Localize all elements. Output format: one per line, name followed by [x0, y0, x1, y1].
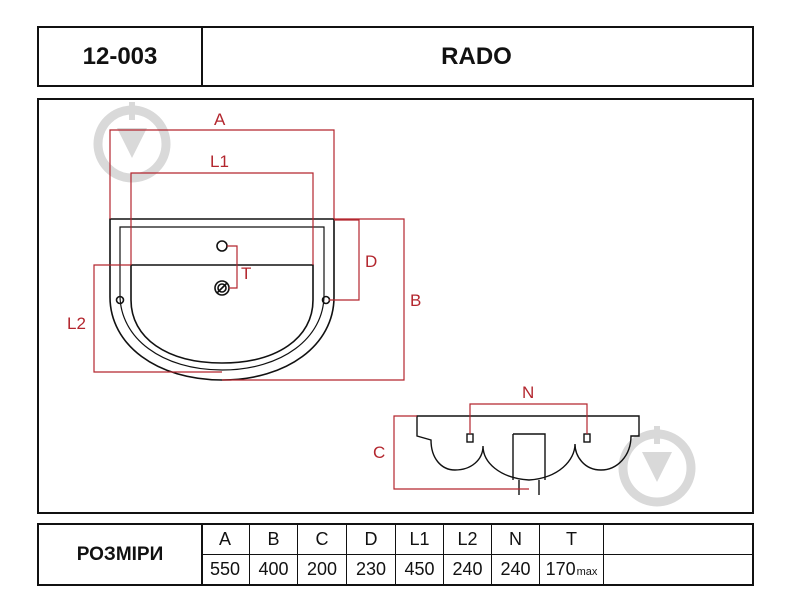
- table-header-cell: C: [297, 525, 346, 555]
- table-header-cell: L1: [395, 525, 443, 555]
- dim-label-l1: L1: [210, 152, 229, 171]
- dim-label-t: T: [241, 264, 251, 283]
- table-header-cell: [603, 525, 752, 555]
- side-dimension-lines: [393, 403, 588, 490]
- table-header-cell: L2: [443, 525, 491, 555]
- table-value-cell: 400: [249, 554, 297, 584]
- dimensions-table: РОЗМІРИ A B C D L1 L2 N T 550 400 200 23…: [37, 523, 754, 586]
- dim-label-b: B: [410, 291, 421, 310]
- table-header-cell: T: [539, 525, 603, 555]
- table-value-cell: 550: [209, 558, 241, 579]
- dim-label-a: A: [214, 110, 226, 129]
- table-grid: A B C D L1 L2 N T 550 400 200 230 450 24…: [201, 525, 752, 584]
- watermark-drop-icon: [618, 426, 696, 507]
- technical-drawing: A L1 D T B L2 N C: [37, 98, 754, 514]
- table-value-cell: 240: [491, 554, 539, 584]
- product-model: RADO: [441, 42, 512, 70]
- table-value-cell: 240: [443, 554, 491, 584]
- table-value-cell: 450: [395, 554, 443, 584]
- title-block: 12-003 RADO: [37, 26, 754, 87]
- table-value-cell: 230: [346, 554, 395, 584]
- table-header-cell: B: [249, 525, 297, 555]
- table-header-cell: A: [201, 525, 249, 555]
- dim-label-l2: L2: [67, 314, 86, 333]
- basin-top-view: [109, 218, 335, 381]
- dimension-lines: [93, 129, 405, 381]
- dim-label-c: C: [373, 443, 385, 462]
- dim-label-n: N: [522, 383, 534, 402]
- dim-label-d: D: [365, 252, 377, 271]
- t-unit: max: [576, 566, 598, 579]
- table-header-cell: D: [346, 525, 395, 555]
- table-title: РОЗМІРИ: [39, 525, 203, 584]
- t-value: 170: [545, 558, 576, 579]
- table-header-cell: N: [491, 525, 539, 555]
- product-code: 12-003: [39, 28, 203, 85]
- watermark-drop-icon: [93, 102, 171, 183]
- table-value-cell: [603, 554, 752, 584]
- drawing-canvas: A L1 D T B L2 N C: [67, 102, 696, 507]
- basin-side-view: [416, 415, 640, 495]
- table-value-cell: 200: [297, 554, 346, 584]
